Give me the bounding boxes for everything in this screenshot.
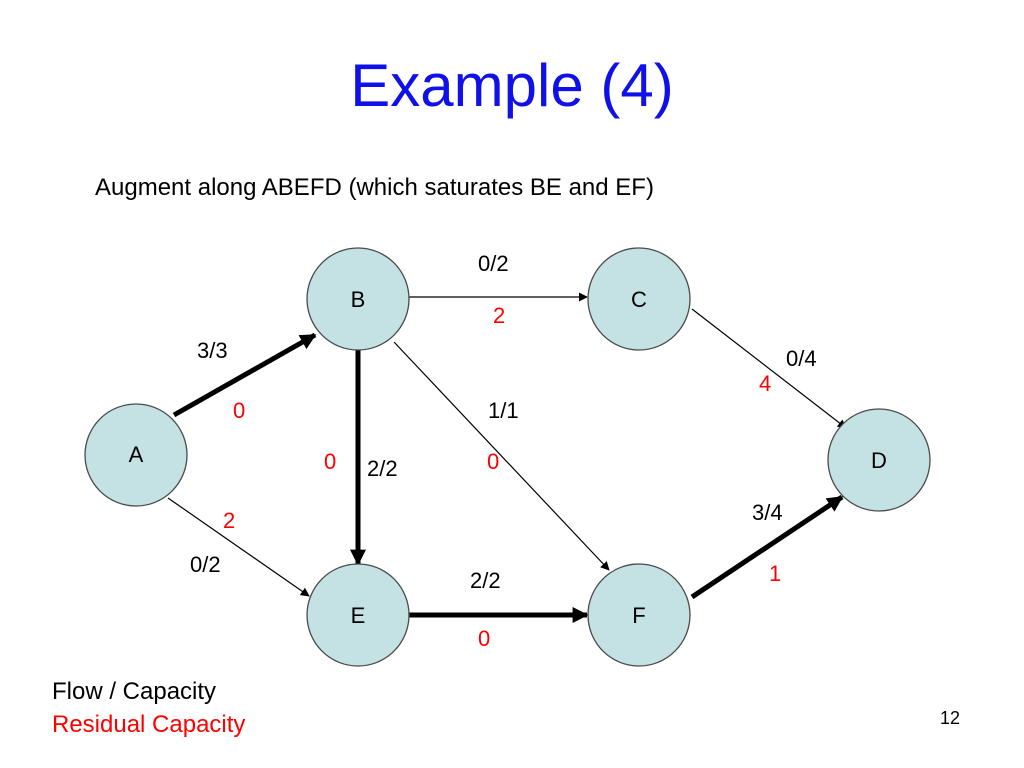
node-label-A: A: [129, 442, 144, 467]
flow-label-CD: 0/4: [786, 346, 817, 371]
node-B: B: [306, 247, 410, 351]
residual-label-CD: 4: [759, 371, 771, 396]
node-label-F: F: [632, 603, 645, 628]
node-A: A: [84, 403, 188, 507]
edge-CD: [691, 308, 847, 429]
flow-capacity-labels: 3/3 0/2 0/2 2/2 1/1 0/4 2/2 3/4: [190, 251, 817, 593]
legend-residual-capacity: Residual Capacity: [52, 711, 246, 738]
node-C: C: [587, 247, 691, 351]
residual-label-FD: 1: [769, 561, 781, 586]
edge-AE: [167, 497, 310, 597]
node-label-D: D: [871, 448, 887, 473]
edges: [167, 292, 847, 623]
residual-label-AE: 2: [223, 508, 235, 533]
flow-label-AE: 0/2: [190, 552, 221, 577]
node-label-B: B: [351, 287, 366, 312]
residual-label-BF: 0: [487, 449, 499, 474]
legend-flow-capacity: Flow / Capacity: [52, 678, 217, 705]
nodes: A B C D E F: [84, 247, 931, 667]
node-F: F: [587, 563, 691, 667]
edge-AB: [172, 332, 317, 418]
flow-label-AB: 3/3: [197, 338, 228, 363]
flow-label-BE: 2/2: [367, 456, 398, 481]
node-label-C: C: [631, 287, 647, 312]
edge-BF: [393, 341, 610, 571]
residual-label-EF: 0: [478, 626, 490, 651]
flow-label-FD: 3/4: [752, 500, 783, 525]
node-E: E: [306, 563, 410, 667]
edge-FD: [690, 494, 844, 600]
residual-label-AB: 0: [233, 398, 245, 423]
node-D: D: [827, 408, 931, 512]
slide-subtitle: Augment along ABEFD (which saturates BE …: [95, 174, 654, 201]
node-label-E: E: [351, 603, 366, 628]
slide-title: Example (4): [350, 52, 674, 119]
residual-label-BC: 2: [493, 303, 505, 328]
flow-label-BF: 1/1: [488, 398, 519, 423]
flow-label-BC: 0/2: [478, 251, 509, 276]
page-number: 12: [940, 708, 961, 728]
residual-label-BE: 0: [324, 449, 336, 474]
flow-label-EF: 2/2: [470, 568, 501, 593]
residual-labels: 0 2 2 0 0 4 0 1: [223, 303, 781, 651]
